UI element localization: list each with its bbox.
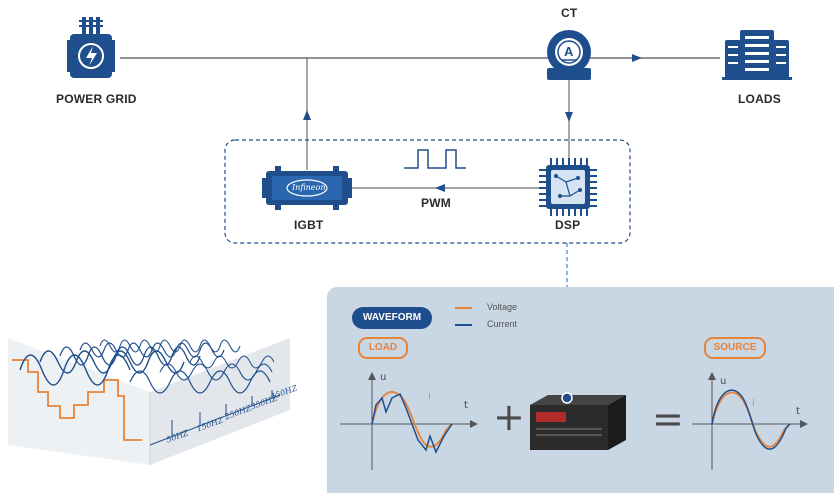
ct-icon bbox=[547, 30, 591, 80]
infineon-logo-text: Infineon bbox=[292, 183, 326, 192]
pwm-wave-icon bbox=[404, 149, 466, 169]
loads-icon bbox=[722, 30, 792, 80]
grid-line-arrow bbox=[632, 54, 642, 62]
source-badge: SOURCE bbox=[704, 337, 766, 359]
legend-current-label: Current bbox=[487, 319, 518, 329]
legend-voltage-label: Voltage bbox=[487, 302, 518, 312]
igbt-feed-arrow bbox=[303, 110, 311, 120]
dsp-label: DSP bbox=[555, 218, 581, 232]
power-grid-icon bbox=[67, 17, 115, 78]
dsp-icon bbox=[539, 158, 597, 216]
ct-label: CT bbox=[561, 6, 578, 20]
load-axis-t: t bbox=[464, 400, 468, 411]
control-unit-box bbox=[224, 139, 631, 244]
igbt-icon bbox=[262, 166, 352, 210]
pwm-label: PWM bbox=[421, 196, 451, 210]
load-waveform-plot bbox=[340, 372, 478, 470]
harmonic-spectrum-illustration bbox=[8, 338, 290, 465]
ct-signal-arrow bbox=[565, 112, 573, 122]
source-axis-t: t bbox=[796, 406, 800, 417]
power-grid-label: POWER GRID bbox=[56, 92, 137, 106]
load-axis-i: i bbox=[428, 391, 431, 402]
load-badge: LOAD bbox=[358, 337, 408, 359]
load-axis-u: u bbox=[380, 372, 387, 383]
igbt-label: IGBT bbox=[294, 218, 324, 232]
pwm-arrow bbox=[435, 184, 445, 192]
source-axis-i: i bbox=[752, 398, 755, 409]
active-filter-device-icon bbox=[530, 392, 626, 450]
waveform-badge: WAVEFORM bbox=[352, 307, 432, 329]
source-waveform-plot bbox=[692, 372, 808, 470]
equals-sign: = bbox=[652, 397, 684, 441]
loads-label: LOADS bbox=[738, 92, 781, 106]
source-axis-u: u bbox=[720, 376, 727, 387]
ct-icon-letter: A bbox=[564, 44, 574, 59]
plus-sign: + bbox=[493, 395, 525, 439]
